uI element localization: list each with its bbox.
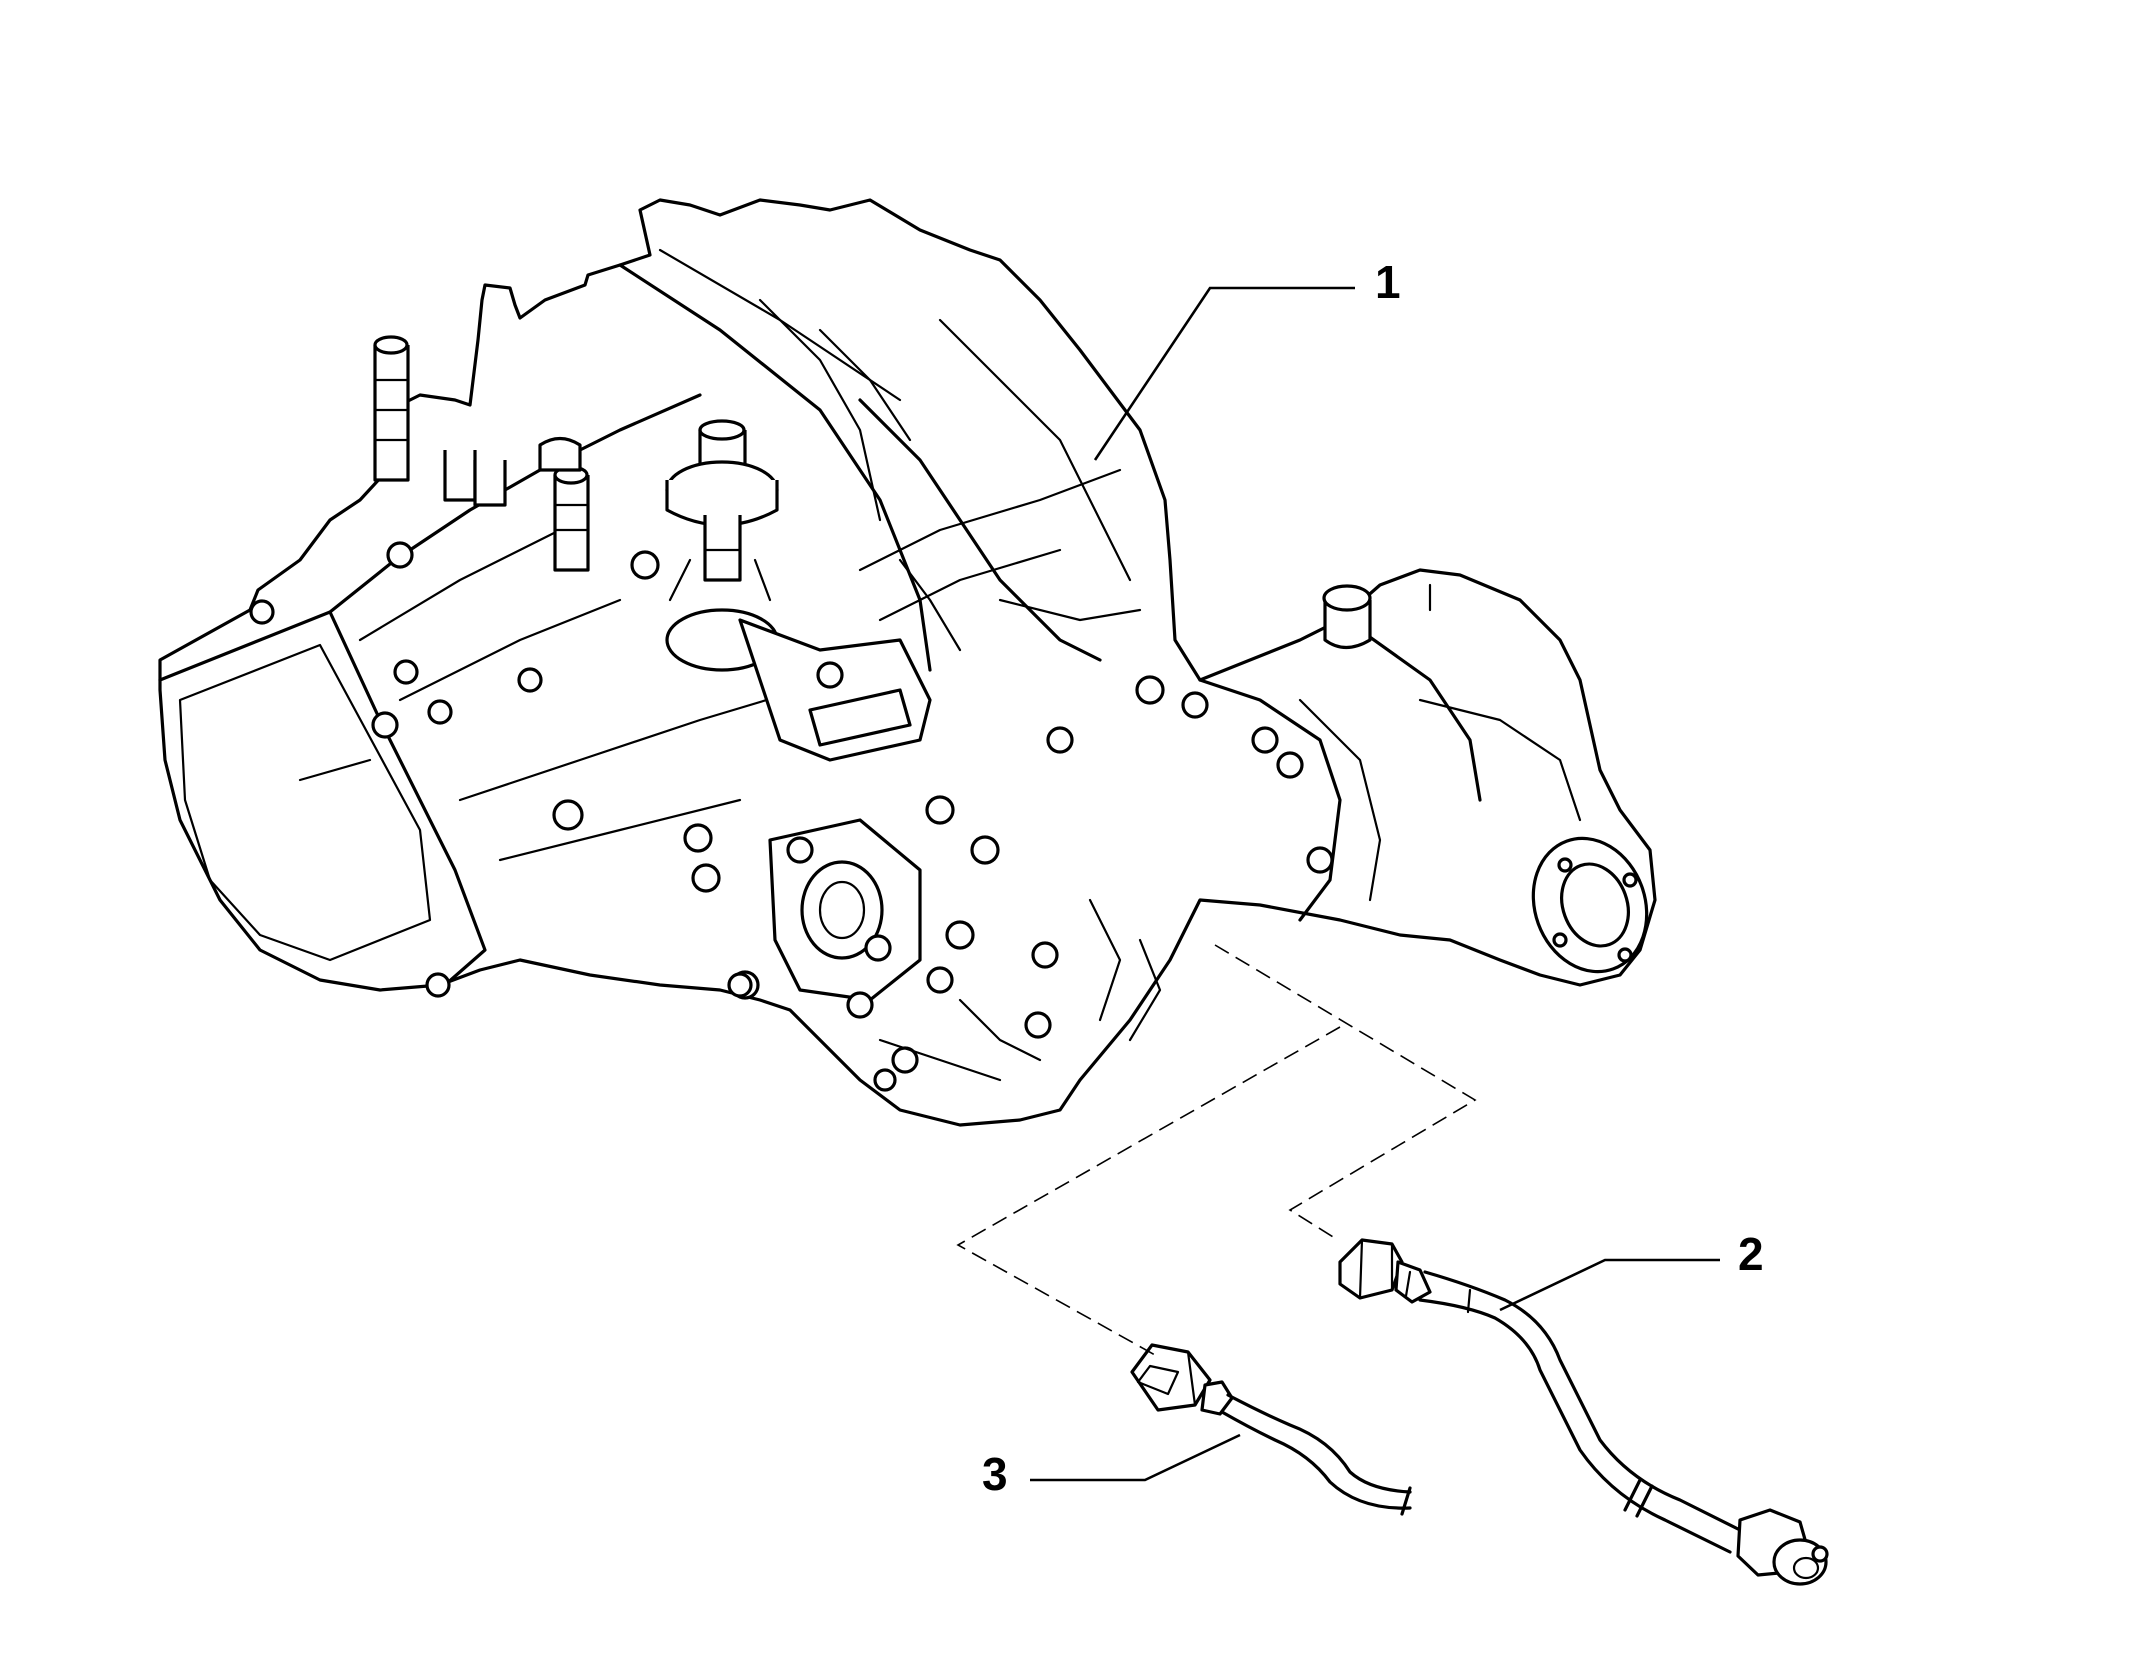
sensor-wiring [1130,1343,1412,1516]
callout-3: 3 [982,1448,1008,1500]
callout-2: 2 [1738,1228,1764,1280]
speedometer-cable [1338,1238,1829,1586]
gearbox-bolts [249,541,1334,1092]
mounting-dashed-lines [956,944,1477,1356]
callout-1: 1 [1375,256,1401,308]
gearbox-assembly [158,198,1657,1127]
leader-lines [1030,286,1720,1482]
